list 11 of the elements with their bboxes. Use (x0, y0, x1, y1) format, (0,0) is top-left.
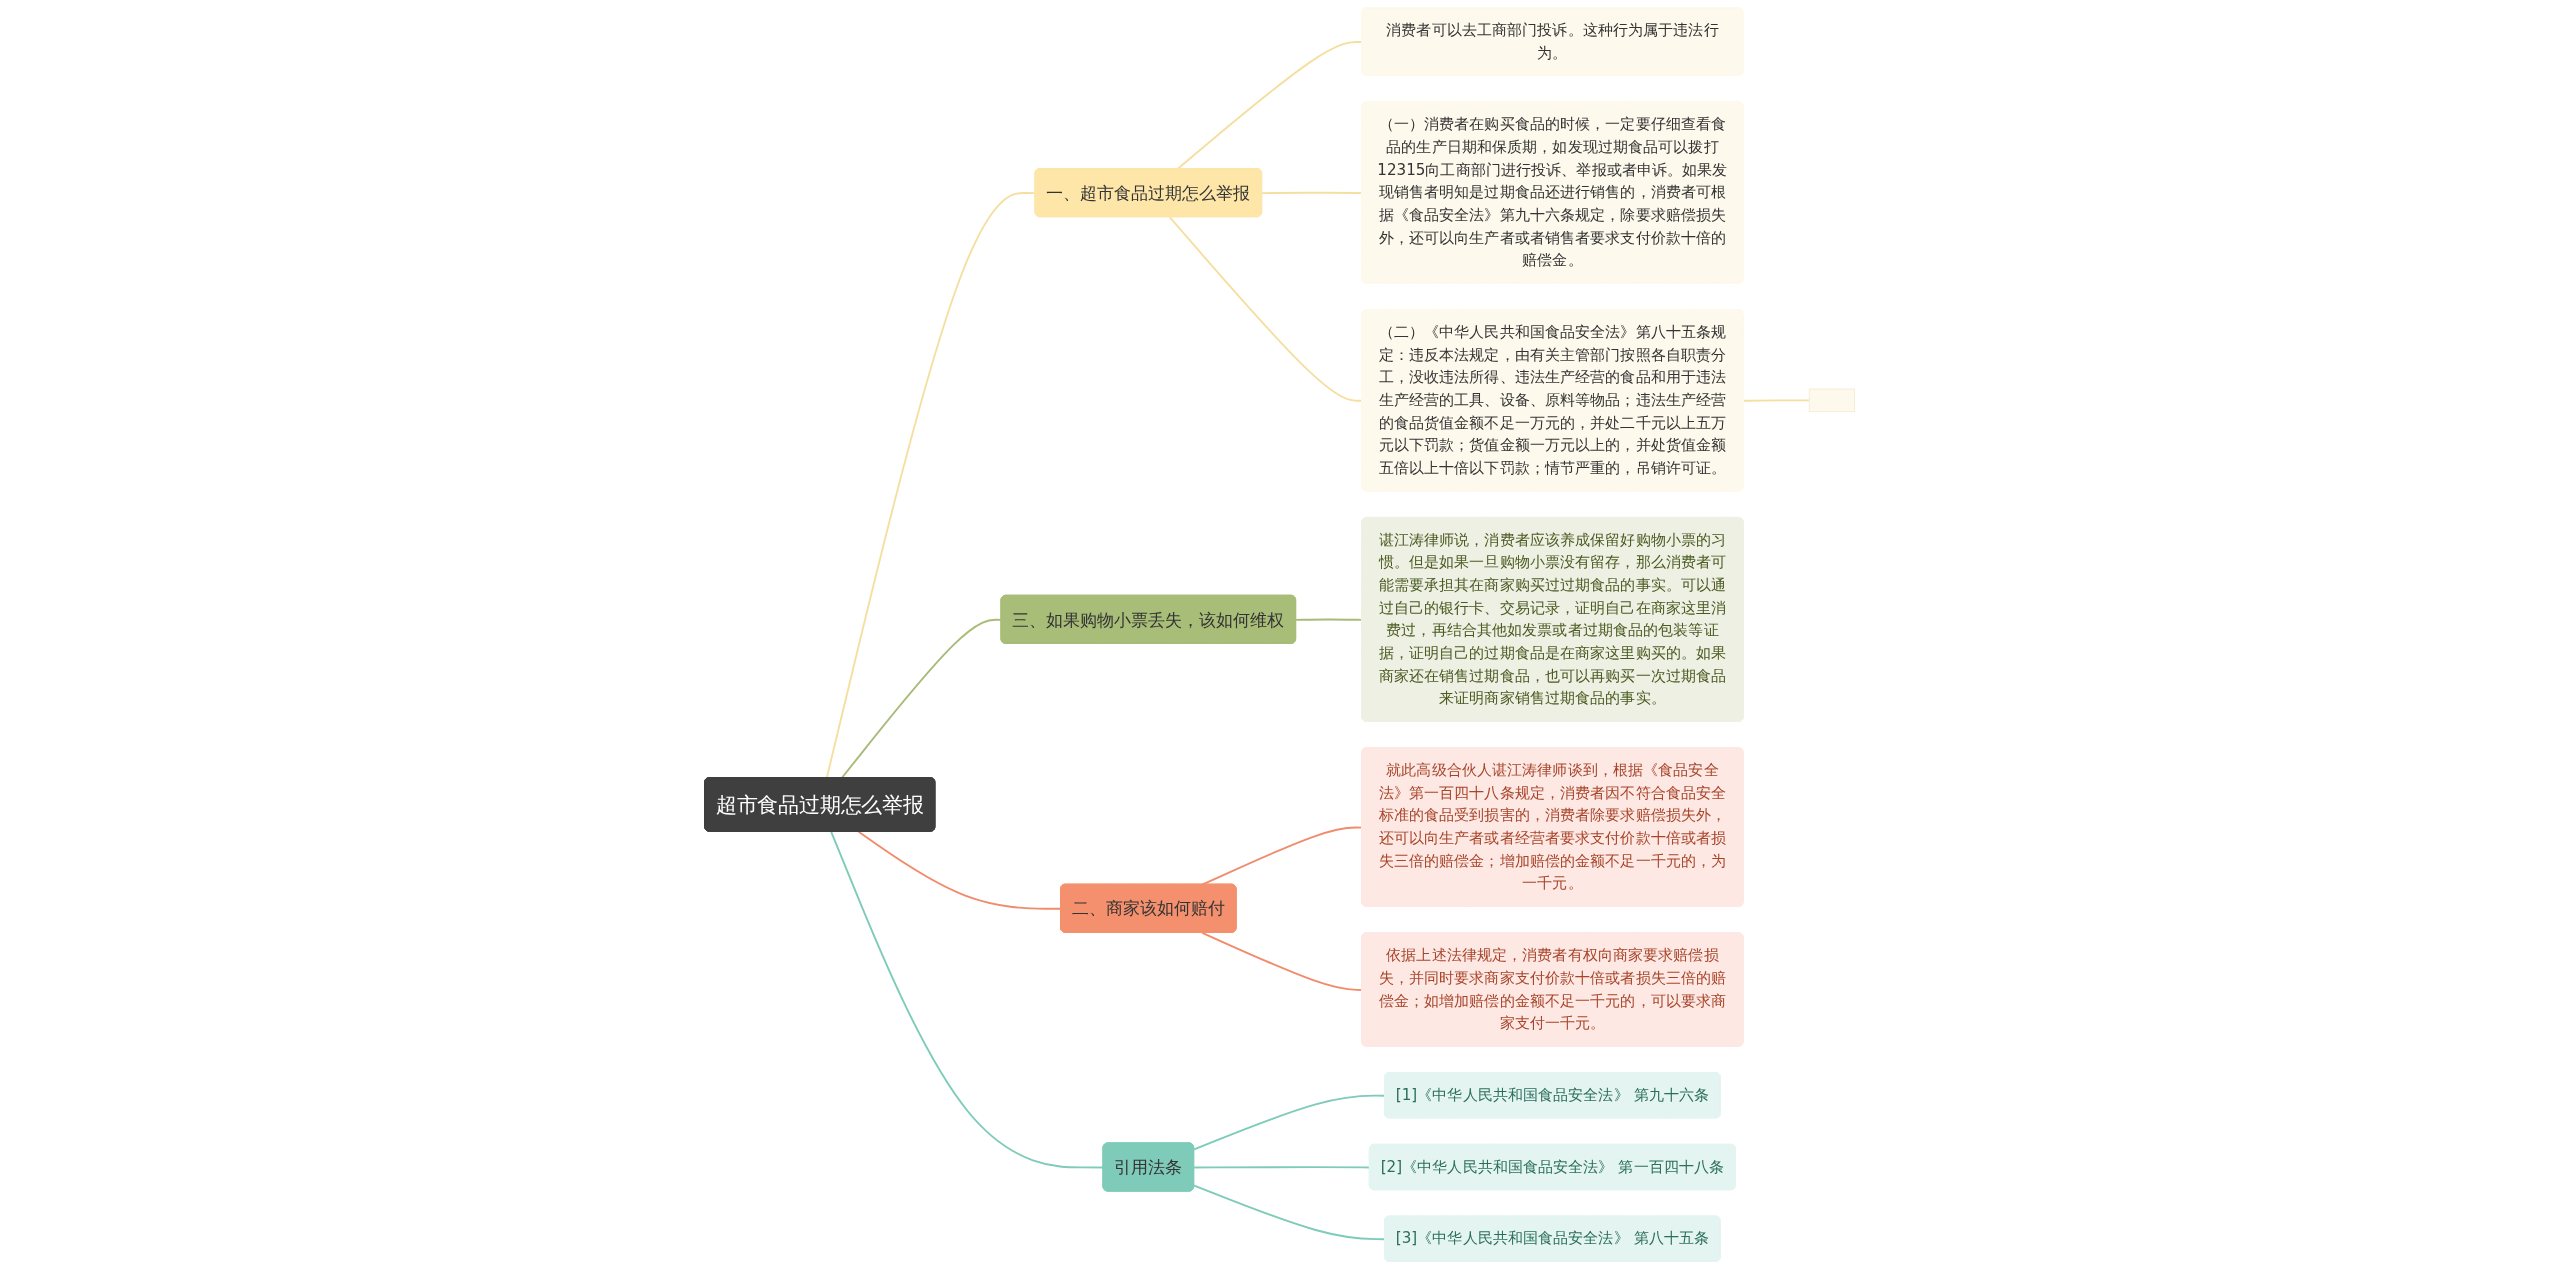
connector (1169, 216, 1364, 402)
connector (1295, 618, 1364, 621)
connector (1201, 826, 1364, 886)
connector (1743, 399, 1811, 402)
connector (1261, 191, 1364, 195)
connector (841, 618, 1003, 779)
node-box (1809, 388, 1856, 413)
connector (1201, 931, 1364, 991)
connector (830, 830, 1105, 1169)
connector (826, 192, 1037, 779)
connector (1177, 41, 1364, 170)
